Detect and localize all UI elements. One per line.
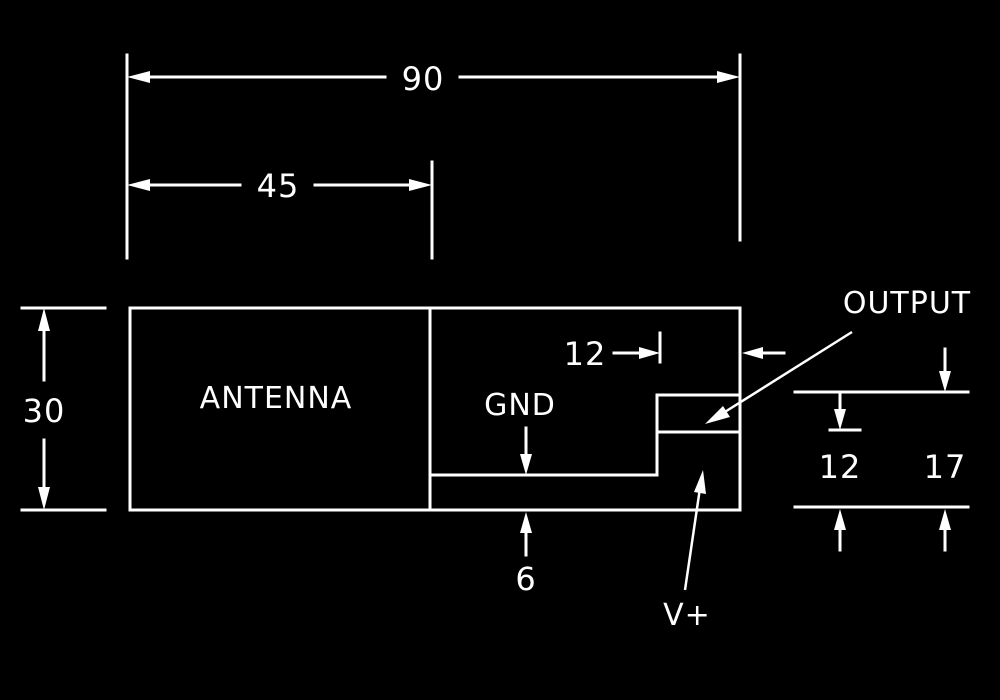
dimension-label-30: 30	[23, 392, 66, 430]
dimension-gnd-step: 12	[564, 331, 786, 373]
arrow-right-icon	[409, 179, 432, 191]
arrow-up-icon	[520, 512, 532, 533]
dimension-overall-length: 90	[125, 53, 742, 260]
dimension-label-6: 6	[515, 560, 536, 598]
arrow-left-icon	[127, 71, 150, 83]
vplus-leader-line	[683, 487, 702, 591]
gnd-label: GND	[484, 388, 556, 423]
dimension-antenna-length: 45	[127, 160, 434, 260]
dimension-height: 30	[20, 306, 107, 512]
dimension-gnd-height: 6	[515, 512, 536, 598]
arrow-pointer-icon	[694, 470, 706, 494]
dimension-label-12-step: 12	[564, 335, 607, 373]
output-callout: OUTPUT	[705, 286, 971, 424]
gnd-boundary	[430, 393, 742, 477]
arrow-up-icon	[834, 509, 846, 530]
arrow-down-icon	[939, 371, 951, 392]
arrow-up-icon	[939, 509, 951, 530]
dimension-output-side: 12 17	[793, 347, 970, 552]
arrow-up-icon	[38, 308, 50, 331]
dimension-label-90: 90	[402, 60, 445, 98]
vplus-label: V+	[663, 598, 711, 633]
arrow-right-icon	[639, 347, 660, 359]
antenna-label: ANTENNA	[200, 381, 353, 416]
gnd-callout: GND	[484, 388, 556, 475]
vplus-callout: V+	[663, 470, 711, 633]
output-label: OUTPUT	[843, 286, 971, 321]
output-leader-line	[719, 330, 853, 417]
arrow-down-icon	[38, 487, 50, 510]
dimension-label-17: 17	[924, 448, 967, 486]
arrow-left-icon	[127, 179, 150, 191]
board-outline	[128, 306, 742, 512]
dimension-label-12-output: 12	[819, 448, 862, 486]
arrow-left-icon	[742, 347, 763, 359]
arrow-pointer-icon	[705, 406, 730, 424]
arrow-down-icon	[520, 454, 532, 475]
arrow-right-icon	[717, 71, 740, 83]
arrow-down-icon	[834, 409, 846, 430]
board-rectangle	[128, 306, 742, 512]
dimension-label-45: 45	[257, 167, 300, 205]
